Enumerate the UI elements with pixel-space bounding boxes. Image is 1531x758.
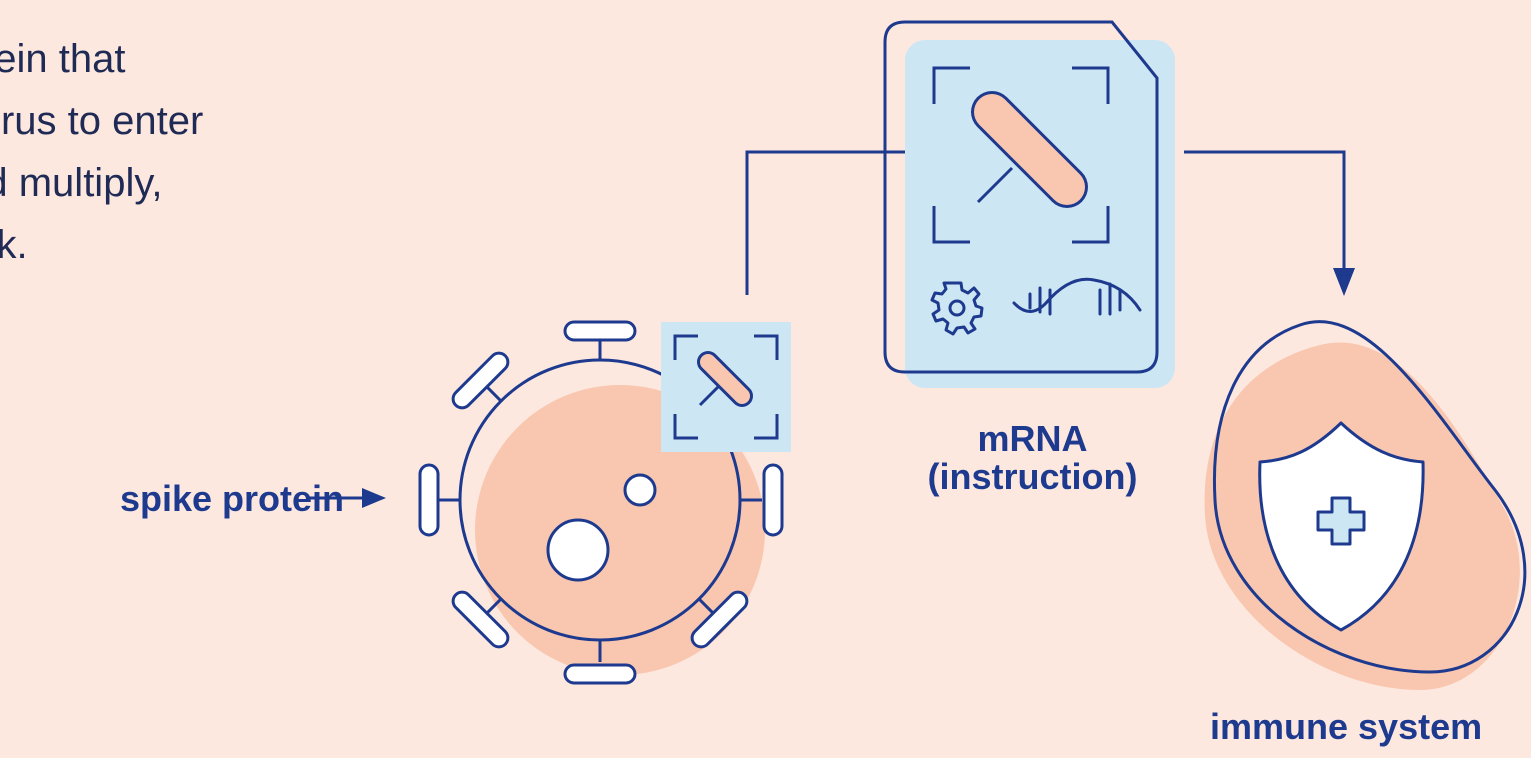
connector-spike-to-mrna (745, 150, 935, 295)
spike-protein-icon (661, 322, 791, 452)
intro-paragraph: e protein that ronavirus to enter lls an… (0, 28, 432, 276)
virus-spike-right (740, 463, 784, 537)
virus-spike-bottom-left (451, 590, 510, 649)
virus-spike-bottom (563, 640, 637, 685)
intro-line-2: ronavirus to enter (0, 99, 204, 143)
spike-protein-label: spike protein (120, 478, 345, 519)
virus-icon (418, 320, 784, 685)
virus-spike-left (418, 463, 460, 537)
document-icon (883, 20, 1175, 388)
shield-icon (1258, 421, 1425, 632)
medical-cross-icon (1316, 496, 1366, 546)
mrna-label: mRNA (instruction) (880, 420, 1185, 496)
virus-spike-bottom-right (690, 590, 749, 649)
virus-spike-top (563, 320, 637, 360)
mrna-label-line-2: (instruction) (927, 456, 1138, 497)
dna-strand-icon (1012, 277, 1142, 316)
connector-mrna-to-immune (1184, 150, 1355, 296)
intro-line-4: ou sick. (0, 223, 28, 267)
gear-icon (930, 281, 984, 336)
immune-system-label: immune system (1210, 706, 1483, 747)
intro-line-3: lls and multiply, (0, 161, 163, 205)
virus-spike-top-left (451, 351, 510, 410)
intro-line-1: e protein that (0, 37, 126, 81)
spike-pointer-arrow (310, 488, 386, 508)
mrna-label-line-1: mRNA (977, 418, 1088, 459)
